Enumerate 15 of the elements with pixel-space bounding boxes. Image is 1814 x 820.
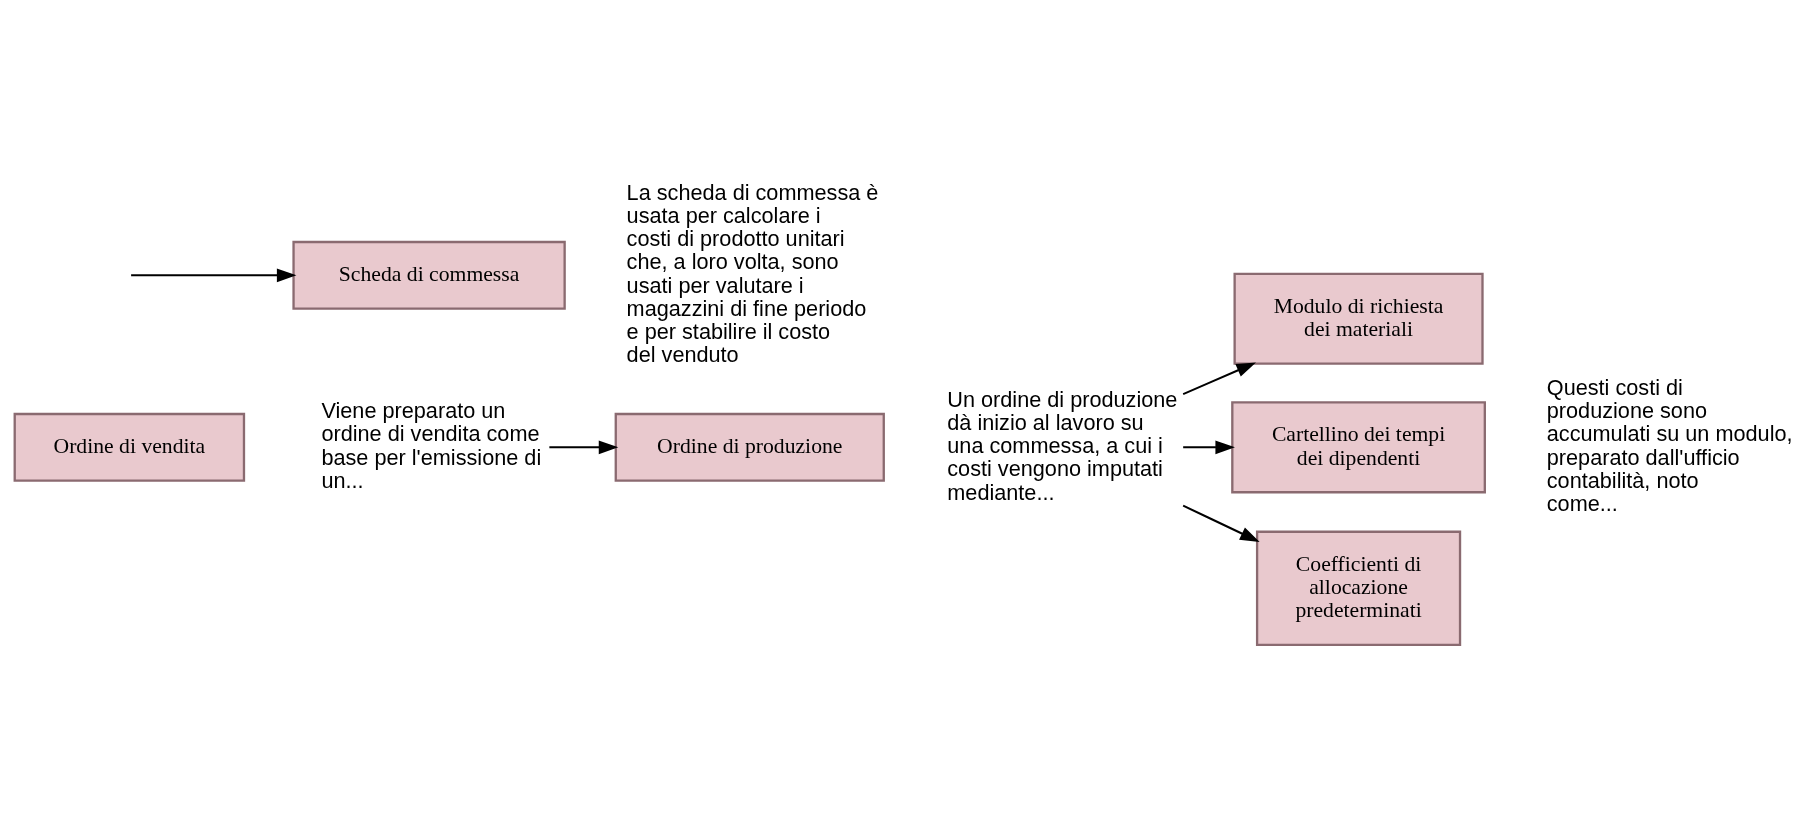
node-box: Ordine di vendita — [13, 412, 246, 482]
node-box: Ordine di produzione — [614, 412, 885, 482]
node-text: Viene preparato un ordine di vendita come base per l'emissione di un... — [321, 397, 542, 493]
arrow — [1182, 362, 1256, 395]
node-label: La scheda di commessa è usata per calcolare i costi di prodotto unitari che, a loro volta, sono usati per valutare i magazzini di fine periodo e per stabilire il costo del venduto — [626, 179, 879, 367]
arrow — [1183, 439, 1235, 454]
node-box: Modulo di richiesta dei materiali — [1233, 272, 1484, 365]
arrow — [1182, 504, 1260, 542]
node-box: Scheda di commessa — [292, 240, 566, 310]
node-text: Questi costi di produzione sono accumulati su un modulo, preparato dall'ufficio contabilità, noto come... — [1546, 374, 1793, 516]
node-box: Coefficienti di allocazione predeterminati — [1255, 530, 1462, 646]
arrow — [131, 268, 297, 282]
node-box: Cartellino dei tempi dei dipendenti — [1231, 400, 1486, 493]
arrow — [549, 439, 619, 454]
node-text: Un ordine di produzione dà inizio al lavoro su una commessa, a cui i costi vengono imputati mediante... — [947, 386, 1178, 504]
